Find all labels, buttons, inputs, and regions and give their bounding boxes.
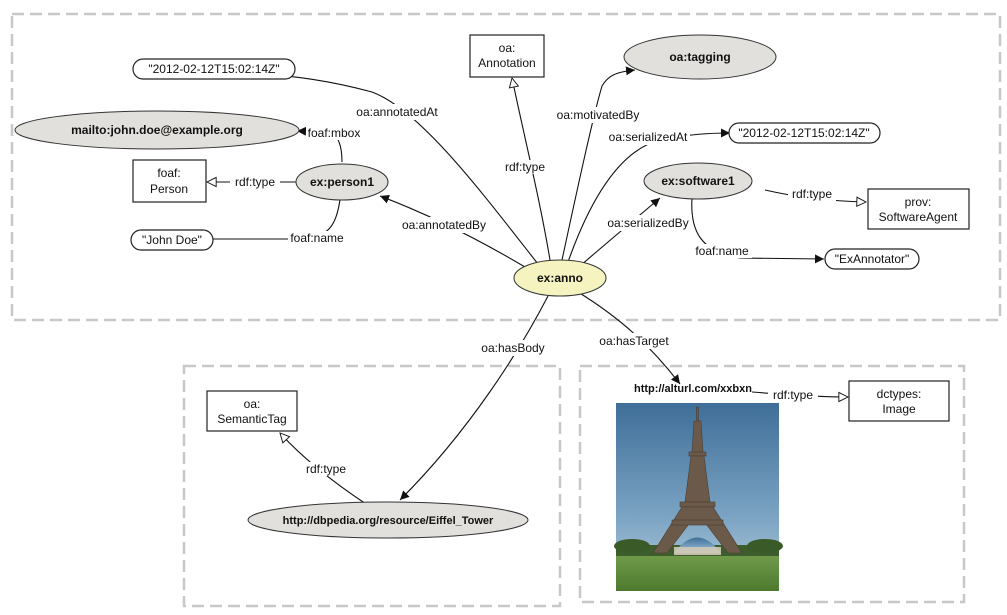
svg-text:foaf:: foaf: (157, 166, 180, 180)
node-target-url: http://alturl.com/xxbxn (634, 383, 752, 395)
node-image-class: dctypes: Image (848, 380, 950, 422)
node-oa-tagging: oa:tagging (623, 34, 777, 80)
label-person-name: foaf:name (290, 231, 344, 245)
svg-text:SoftwareAgent: SoftwareAgent (879, 210, 958, 224)
label-software-name: foaf:name (695, 244, 749, 258)
svg-text:SemanticTag: SemanticTag (217, 412, 286, 426)
label-annotated-at: oa:annotatedAt (356, 105, 438, 119)
label-software-type: rdf:type (792, 187, 832, 201)
node-ex-anno: ex:anno (513, 259, 607, 297)
node-annotation-class: oa: Annotation (469, 34, 545, 78)
svg-text:"2012-02-12T15:02:14Z": "2012-02-12T15:02:14Z" (738, 126, 869, 140)
body-group-box (182, 364, 562, 608)
label-motivated-by: oa:motivatedBy (557, 108, 640, 122)
svg-text:ex:person1: ex:person1 (310, 175, 374, 189)
label-anno-type: rdf:type (505, 160, 545, 174)
label-has-target: oa:hasTarget (599, 334, 669, 348)
node-software1: ex:software1 (643, 162, 753, 200)
svg-text:oa:: oa: (499, 41, 516, 55)
node-john-doe-literal: "John Doe" (130, 229, 214, 251)
node-mailto: mailto:john.doe@example.org (14, 110, 300, 150)
edge-serialized-by (579, 197, 661, 267)
node-person1: ex:person1 (295, 163, 389, 201)
svg-text:http://alturl.com/xxbxn: http://alturl.com/xxbxn (634, 383, 752, 395)
label-foaf-mbox: foaf:mbox (308, 126, 361, 140)
label-body-type: rdf:type (306, 462, 346, 476)
svg-text:oa:tagging: oa:tagging (669, 50, 730, 64)
node-person-class: foaf: Person (132, 159, 207, 203)
label-target-type: rdf:type (773, 388, 813, 402)
node-software-agent-class: prov: SoftwareAgent (867, 188, 970, 230)
node-serialized-at-literal: "2012-02-12T15:02:14Z" (728, 122, 881, 144)
svg-text:"2012-02-12T15:02:14Z": "2012-02-12T15:02:14Z" (148, 62, 279, 76)
svg-text:dctypes:: dctypes: (877, 387, 922, 401)
svg-text:http://dbpedia.org/resource/Ei: http://dbpedia.org/resource/Eiffel_Tower (283, 515, 494, 527)
svg-text:Person: Person (150, 182, 188, 196)
svg-text:Annotation: Annotation (478, 56, 535, 70)
label-serialized-by: oa:serializedBy (607, 216, 688, 230)
svg-text:ex:anno: ex:anno (537, 271, 583, 285)
edge-motivated-by (561, 66, 636, 261)
svg-text:Image: Image (882, 402, 916, 416)
svg-text:"ExAnnotator": "ExAnnotator" (835, 252, 910, 266)
svg-text:mailto:john.doe@example.org: mailto:john.doe@example.org (71, 123, 243, 137)
node-annotated-at-literal: "2012-02-12T15:02:14Z" (132, 58, 296, 80)
target-group-box (578, 364, 966, 604)
svg-text:prov:: prov: (905, 195, 932, 209)
edge-labels: oa:annotatedAt foaf:mbox rdf:type foaf:n… (230, 104, 836, 476)
edge-has-body (399, 295, 549, 501)
label-has-body: oa:hasBody (481, 341, 544, 355)
node-semantic-tag-class: oa: SemanticTag (206, 390, 298, 432)
eiffel-tower-photo (614, 403, 783, 591)
label-annotated-by: oa:annotatedBy (402, 218, 486, 232)
edge-annotated-at (264, 70, 539, 265)
svg-text:ex:software1: ex:software1 (661, 174, 735, 188)
annotation-group-box (10, 12, 1002, 322)
label-person-type: rdf:type (235, 175, 275, 189)
label-serialized-at: oa:serializedAt (609, 130, 688, 144)
node-eiffel-tower: http://dbpedia.org/resource/Eiffel_Tower (247, 501, 529, 539)
svg-text:oa:: oa: (244, 397, 261, 411)
node-exannotator-literal: "ExAnnotator" (824, 248, 920, 270)
svg-text:"John Doe": "John Doe" (142, 233, 202, 247)
